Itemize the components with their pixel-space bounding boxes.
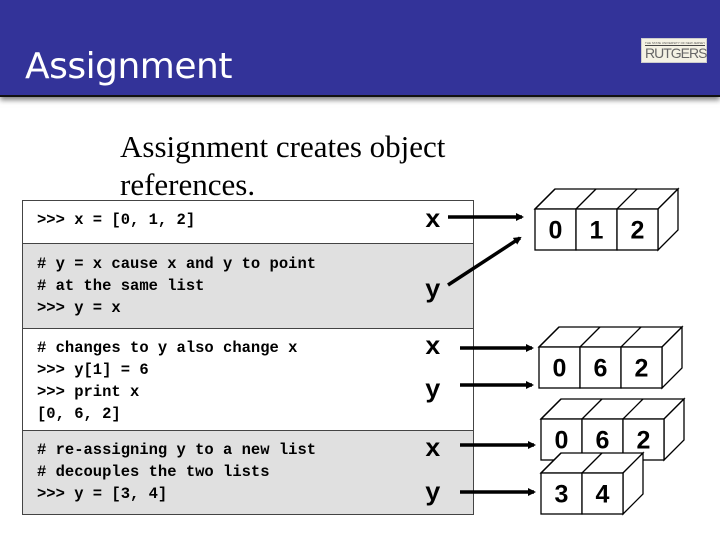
list-cell-value: 1: [590, 217, 604, 245]
var-label-y: y: [425, 375, 441, 405]
list-cell-value: 4: [596, 481, 610, 509]
var-label-x: x: [425, 434, 441, 464]
slide-title: Assignment: [25, 46, 232, 87]
list-cell-value: 2: [635, 355, 649, 383]
var-label-x: x: [425, 205, 441, 235]
arrow-y-to-list: [447, 236, 522, 287]
rutgers-logo: THE STATE UNIVERSITY OF NEW JERSEY RUTGE…: [641, 38, 707, 63]
list-cell: [534, 208, 577, 251]
box-top: [533, 188, 680, 210]
list-cell: [620, 346, 663, 389]
box-top: [537, 326, 684, 348]
list-cell: [575, 208, 618, 251]
code-row-2: # y = x cause x and y to point # at the …: [23, 244, 473, 329]
slide-header: Assignment THE STATE UNIVERSITY OF NEW J…: [0, 0, 720, 97]
var-label-y: y: [425, 275, 441, 305]
list-cell: [616, 208, 659, 251]
list-cell-value: 3: [555, 481, 569, 509]
logo-tagline: THE STATE UNIVERSITY OF NEW JERSEY: [645, 41, 706, 46]
list-cell-value: 2: [631, 217, 645, 245]
list-cell-value: 6: [594, 355, 608, 383]
list-cell-value: 0: [553, 355, 567, 383]
list-cell: [538, 346, 581, 389]
logo-wordmark: RUTGERS: [645, 45, 707, 61]
code-text: # y = x cause x and y to point # at the …: [37, 255, 317, 317]
slide-subtitle: Assignment creates object references.: [120, 129, 446, 202]
list-cell-value: 0: [555, 427, 569, 455]
code-text: # changes to y also change x >>> y[1] = …: [37, 339, 298, 423]
list-cell-value: 0: [549, 217, 563, 245]
list-cell: [581, 472, 624, 515]
code-table: >>> x = [0, 1, 2] # y = x cause x and y …: [22, 200, 474, 515]
list-cell: [579, 346, 622, 389]
arrows: [447, 213, 536, 496]
box-top: [539, 398, 686, 420]
list-cell-value: 2: [637, 427, 651, 455]
code-text: # re-assigning y to a new list # decoupl…: [37, 441, 317, 503]
var-label-y: y: [425, 478, 441, 508]
code-text: >>> x = [0, 1, 2]: [37, 211, 196, 229]
code-row-1: >>> x = [0, 1, 2]: [23, 201, 473, 244]
code-row-4: # re-assigning y to a new list # decoupl…: [23, 431, 473, 514]
code-row-3: # changes to y also change x >>> y[1] = …: [23, 329, 473, 431]
var-label-x: x: [425, 332, 441, 362]
list-cell-value: 6: [596, 427, 610, 455]
